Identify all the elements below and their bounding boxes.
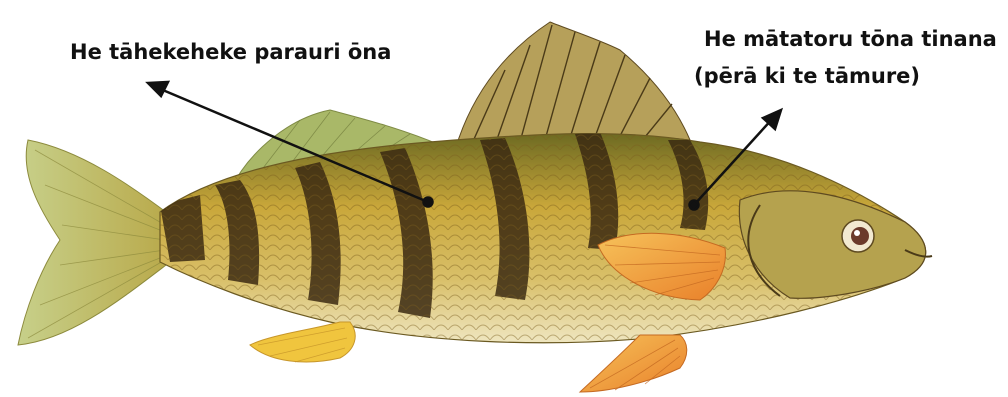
body-label-line2: (pērā ki te tāmure) (694, 62, 920, 90)
anal-fin (250, 322, 355, 362)
stripes-label: He tāhekeheke parauri ōna (70, 38, 391, 66)
tail-fin (18, 140, 170, 345)
body-label-line1: He mātatoru tōna tinana (704, 25, 997, 53)
